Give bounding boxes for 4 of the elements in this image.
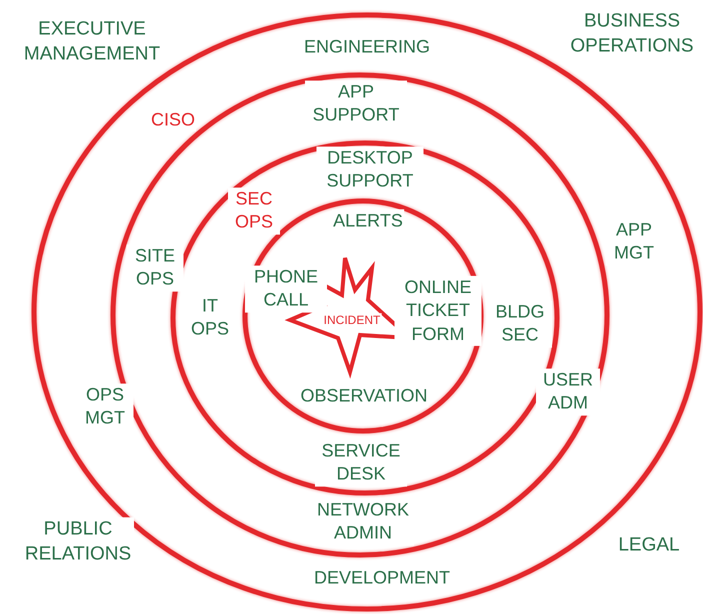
team-label: PHONE CALL bbox=[245, 266, 327, 312]
team-label: SEC OPS bbox=[228, 188, 280, 234]
team-label: ONLINE TICKET FORM bbox=[394, 276, 482, 346]
team-label: USER ADM bbox=[536, 368, 600, 416]
